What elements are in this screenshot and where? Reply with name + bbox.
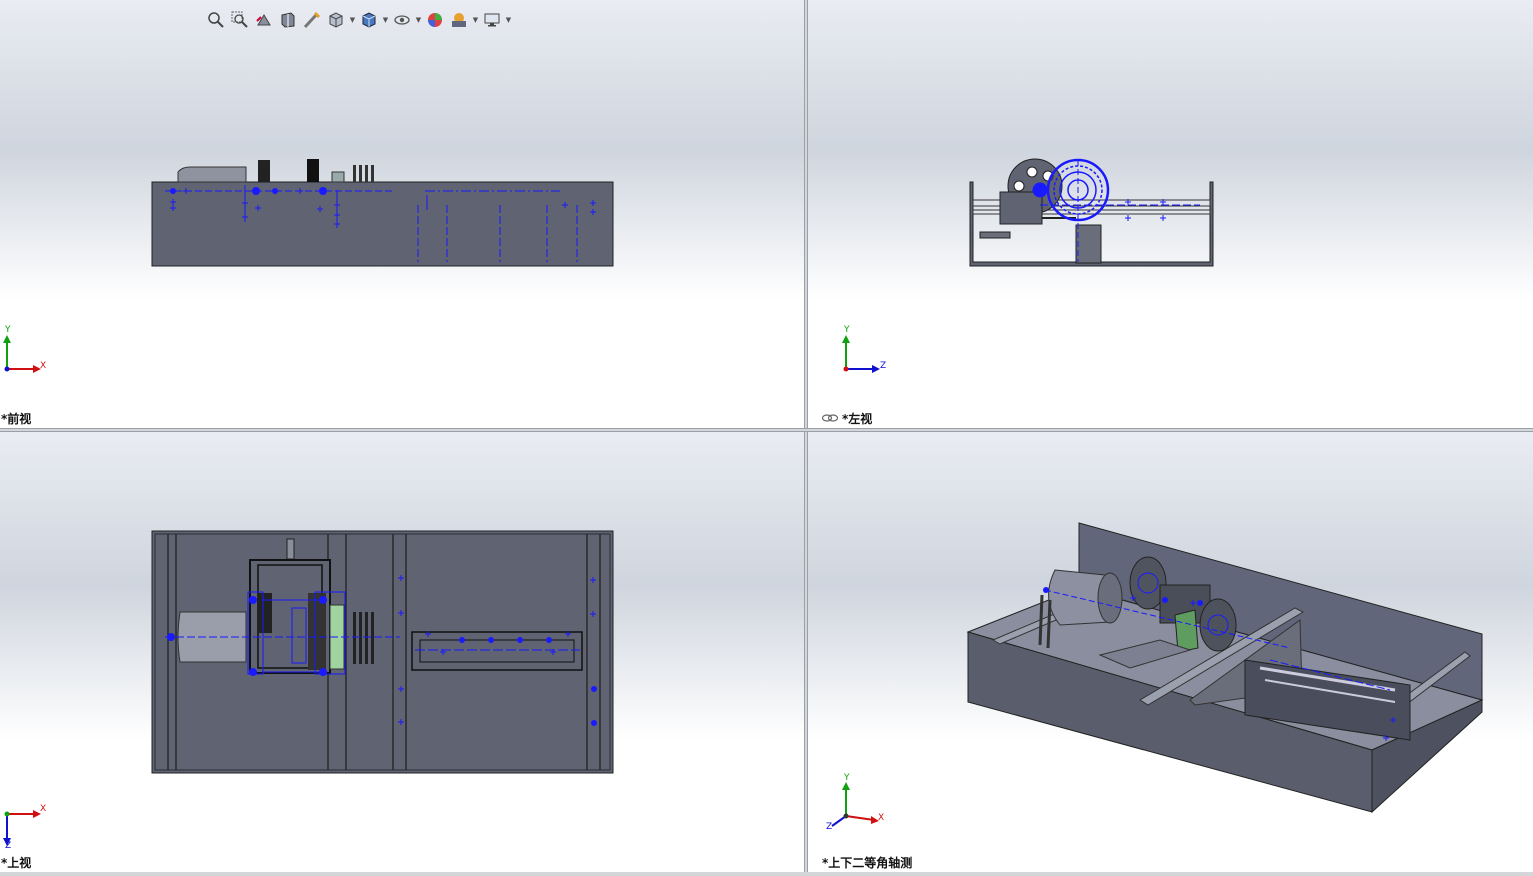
bottom-border — [0, 872, 1533, 876]
viewport-isometric[interactable]: Y X Z *上下二等角轴测 — [808, 432, 1533, 872]
left-frame — [969, 181, 1214, 267]
left-view-model — [969, 158, 1214, 267]
viewport-front[interactable]: ▼ ▼ ▼ ▼ ▼ — [0, 0, 804, 428]
top-triad-x-label: X — [40, 804, 47, 814]
iso-sketch — [1044, 572, 1396, 741]
left-view-label: *左视 — [842, 412, 873, 426]
front-bearing-block — [307, 159, 319, 182]
front-sketch-points — [170, 187, 327, 195]
view-settings-icon[interactable] — [481, 9, 503, 31]
top-triad-z-label: Z — [5, 841, 12, 851]
apply-scene-icon[interactable] — [448, 9, 470, 31]
horizontal-viewport-splitter[interactable] — [0, 428, 1533, 432]
front-triad-x-label: X — [40, 361, 47, 371]
iso-triad — [831, 782, 879, 827]
top-sketch — [165, 575, 596, 725]
top-view-label: *上视 — [1, 856, 32, 870]
top-triad — [3, 810, 41, 846]
viewport-left[interactable]: Y Z *左视 — [808, 0, 1533, 428]
link-views-icon[interactable] — [821, 413, 839, 423]
view-orientation-icon[interactable] — [325, 9, 347, 31]
hide-show-items-icon[interactable] — [391, 9, 413, 31]
view-settings-dropdown[interactable]: ▼ — [505, 16, 512, 24]
section-view-icon[interactable] — [277, 9, 299, 31]
left-triad-z-label: Z — [880, 361, 887, 371]
front-base-plate — [151, 181, 614, 267]
iso-triad-z-label: Z — [826, 822, 833, 832]
left-sketch — [1032, 158, 1200, 262]
front-view-model — [151, 159, 614, 267]
iso-triad-y-label: Y — [844, 773, 850, 783]
display-style-dropdown[interactable]: ▼ — [382, 16, 389, 24]
front-coupling — [331, 171, 345, 183]
front-plus-marks — [170, 188, 596, 227]
front-gear-block — [258, 160, 270, 182]
display-style-icon[interactable] — [358, 9, 380, 31]
viewport-top[interactable]: Z X *上视 — [0, 432, 804, 872]
top-sketch-points — [167, 596, 597, 726]
front-sprocket-stack — [353, 165, 374, 182]
front-motor — [177, 166, 247, 183]
apply-scene-dropdown[interactable]: ▼ — [472, 16, 479, 24]
vertical-viewport-splitter[interactable] — [804, 0, 808, 876]
front-triad-y-label: Y — [5, 325, 11, 335]
previous-view-icon[interactable] — [253, 9, 275, 31]
iso-view-model — [966, 522, 1484, 814]
edit-appearance-icon[interactable] — [424, 9, 446, 31]
zoom-to-area-icon[interactable] — [229, 9, 251, 31]
heads-up-view-toolbar: ▼ ▼ ▼ ▼ ▼ — [205, 7, 512, 33]
left-triad-y-label: Y — [844, 325, 850, 335]
zoom-to-fit-icon[interactable] — [205, 9, 227, 31]
view-orientation-dropdown[interactable]: ▼ — [349, 16, 356, 24]
iso-view-label: *上下二等角轴测 — [822, 856, 913, 870]
left-triad — [842, 335, 880, 373]
front-triad — [3, 335, 41, 373]
front-sketch-lines — [165, 185, 578, 262]
top-view-model — [151, 530, 614, 774]
front-view-label: *前视 — [1, 412, 32, 426]
dynamic-annotation-icon[interactable] — [301, 9, 323, 31]
iso-triad-x-label: X — [878, 813, 885, 823]
hide-show-dropdown[interactable]: ▼ — [415, 16, 422, 24]
